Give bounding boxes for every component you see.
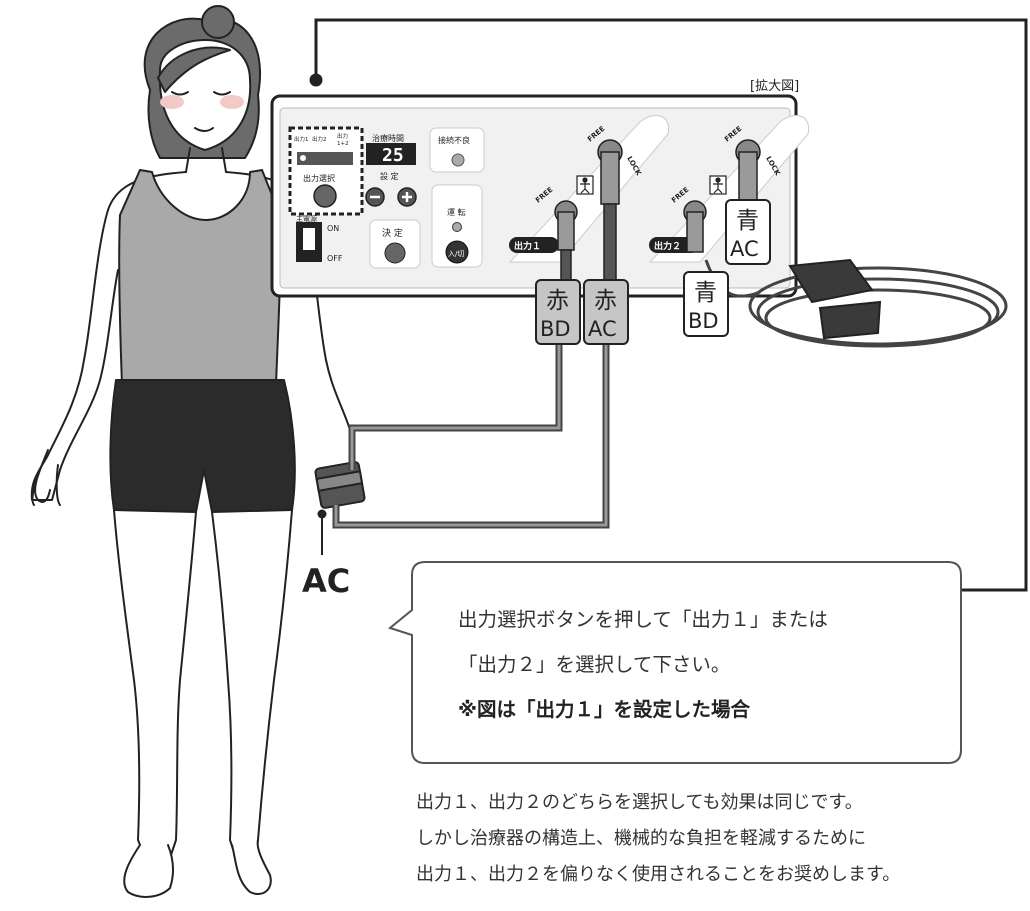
ac-pointer-line xyxy=(317,509,327,555)
zoom-label: [拡大図] xyxy=(750,79,799,94)
tag-blue-ac-code: AC xyxy=(730,237,759,261)
set-label: 設 定 xyxy=(380,171,399,181)
decide-button[interactable] xyxy=(384,242,406,264)
connector-out1-ac xyxy=(597,139,623,281)
connector-out1-bd xyxy=(554,200,578,281)
output-select-button[interactable] xyxy=(313,184,337,208)
port2-label: 出力２ xyxy=(654,240,681,252)
woman-figure xyxy=(30,5,351,898)
body-symbol-icon xyxy=(576,175,594,195)
out2-small-label: 出力2 xyxy=(312,135,327,143)
run-area xyxy=(431,184,483,268)
tag-blue-bd xyxy=(683,271,729,337)
out12-label-a: 出力 xyxy=(337,132,348,140)
decide-label: 決 定 xyxy=(382,227,403,239)
note-line-1: 出力１、出力２のどちらを選択しても効果は同じです。 xyxy=(416,792,863,813)
tag-red-bd xyxy=(535,279,581,345)
tag-blue-ac-color: 青 xyxy=(736,208,759,234)
speech-bubble xyxy=(387,561,962,764)
coiled-cable xyxy=(704,259,1008,348)
bubble-line-2: 「出力２」を選択して下さい。 xyxy=(458,653,731,676)
bubble-line-1: 出力選択ボタンを押して「出力１」または xyxy=(458,608,828,631)
body-symbol-icon xyxy=(709,175,727,195)
tag-blue-bd-code: BD xyxy=(688,309,719,333)
tag-blue-bd-color: 青 xyxy=(694,280,717,306)
tag-red-ac-code: AC xyxy=(588,317,617,341)
out1-small-label: 出力1 xyxy=(294,135,309,143)
plus-button[interactable] xyxy=(397,187,417,207)
tag-red-bd-code: BD xyxy=(540,317,571,341)
tag-red-ac xyxy=(583,279,629,345)
off-label: OFF xyxy=(327,254,343,263)
power-label: 主電源 xyxy=(296,214,317,223)
note-line-3: 出力１、出力２を偏りなく使用されることをお奨めします。 xyxy=(416,864,901,885)
port1-label: 出力１ xyxy=(514,240,541,252)
note-line-2: しかし治療器の構造上、機械的な負担を軽減するために xyxy=(416,828,866,849)
bubble-line-3: ※図は「出力１」を設定した場合 xyxy=(458,698,750,721)
power-switch[interactable] xyxy=(296,222,322,262)
wrist-electrode-band xyxy=(314,461,366,509)
tag-blue-ac xyxy=(725,199,771,265)
tag-red-ac-color: 赤 xyxy=(594,288,617,314)
cables-to-wrist xyxy=(332,345,610,529)
time-label: 治療時間 xyxy=(372,133,404,143)
onoff-button[interactable] xyxy=(445,240,469,264)
cables-to-wrist-highlight xyxy=(334,345,608,527)
out12-label-b: 1+2 xyxy=(337,141,349,147)
minus-button[interactable] xyxy=(365,187,385,207)
electrode-pads xyxy=(788,258,882,340)
on-label: ON xyxy=(327,224,339,233)
ac-label: AC xyxy=(302,562,350,600)
connector-out2-ac xyxy=(735,139,761,203)
onoff-label: 入/切 xyxy=(448,250,464,258)
zoom-frame-line xyxy=(309,18,1028,592)
connection-fault-indicator xyxy=(429,127,485,173)
run-label: 運 転 xyxy=(447,208,466,217)
connector-out2-bd xyxy=(683,200,707,253)
output-select-label: 出力選択 xyxy=(303,173,335,183)
time-display xyxy=(366,143,416,165)
time-value: 25 xyxy=(382,145,404,166)
connection-fault-label: 接続不良 xyxy=(438,135,470,145)
tag-red-bd-color: 赤 xyxy=(546,288,569,314)
